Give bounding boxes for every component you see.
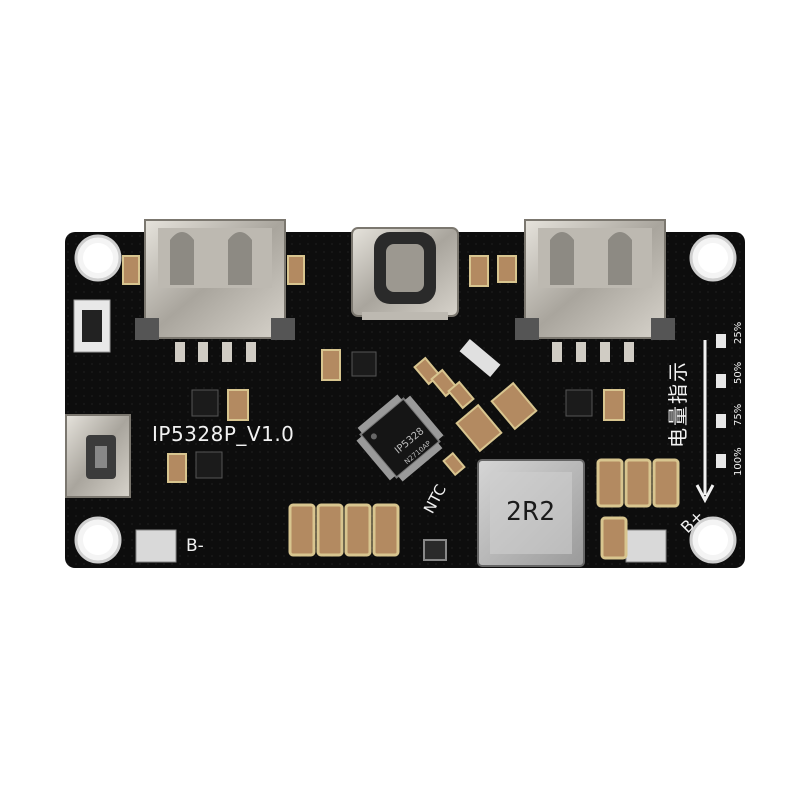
usb-a-port-left: [135, 219, 295, 362]
inductor-marking: 2R2: [506, 497, 556, 527]
b-minus-pad: [135, 529, 177, 563]
capacitor-bank-left: [288, 503, 400, 557]
mounting-holes: [74, 234, 737, 564]
capacitor-bank-right: [596, 458, 680, 560]
level-label-25: 25%: [733, 321, 744, 344]
smd-components: [122, 255, 625, 561]
small-switch: [73, 299, 111, 353]
level-label-50: 50%: [733, 361, 744, 384]
b-minus-label: B-: [186, 536, 204, 556]
indicator-arrow: [695, 340, 715, 504]
board-model-label: IP5328P_V1.0: [152, 422, 295, 446]
transistors: [191, 351, 593, 479]
level-label-75: 75%: [733, 403, 744, 426]
micro-usb-port: [65, 414, 131, 498]
inductor: [477, 459, 585, 567]
b-plus-pad: [625, 529, 667, 563]
usb-c-port: [351, 227, 459, 320]
battery-indicator-label: 电量指示: [666, 360, 690, 448]
level-label-100: 100%: [733, 447, 744, 476]
usb-a-port-right: [515, 219, 675, 362]
led-indicators: [716, 334, 726, 468]
ip5328-chip: [356, 394, 444, 482]
